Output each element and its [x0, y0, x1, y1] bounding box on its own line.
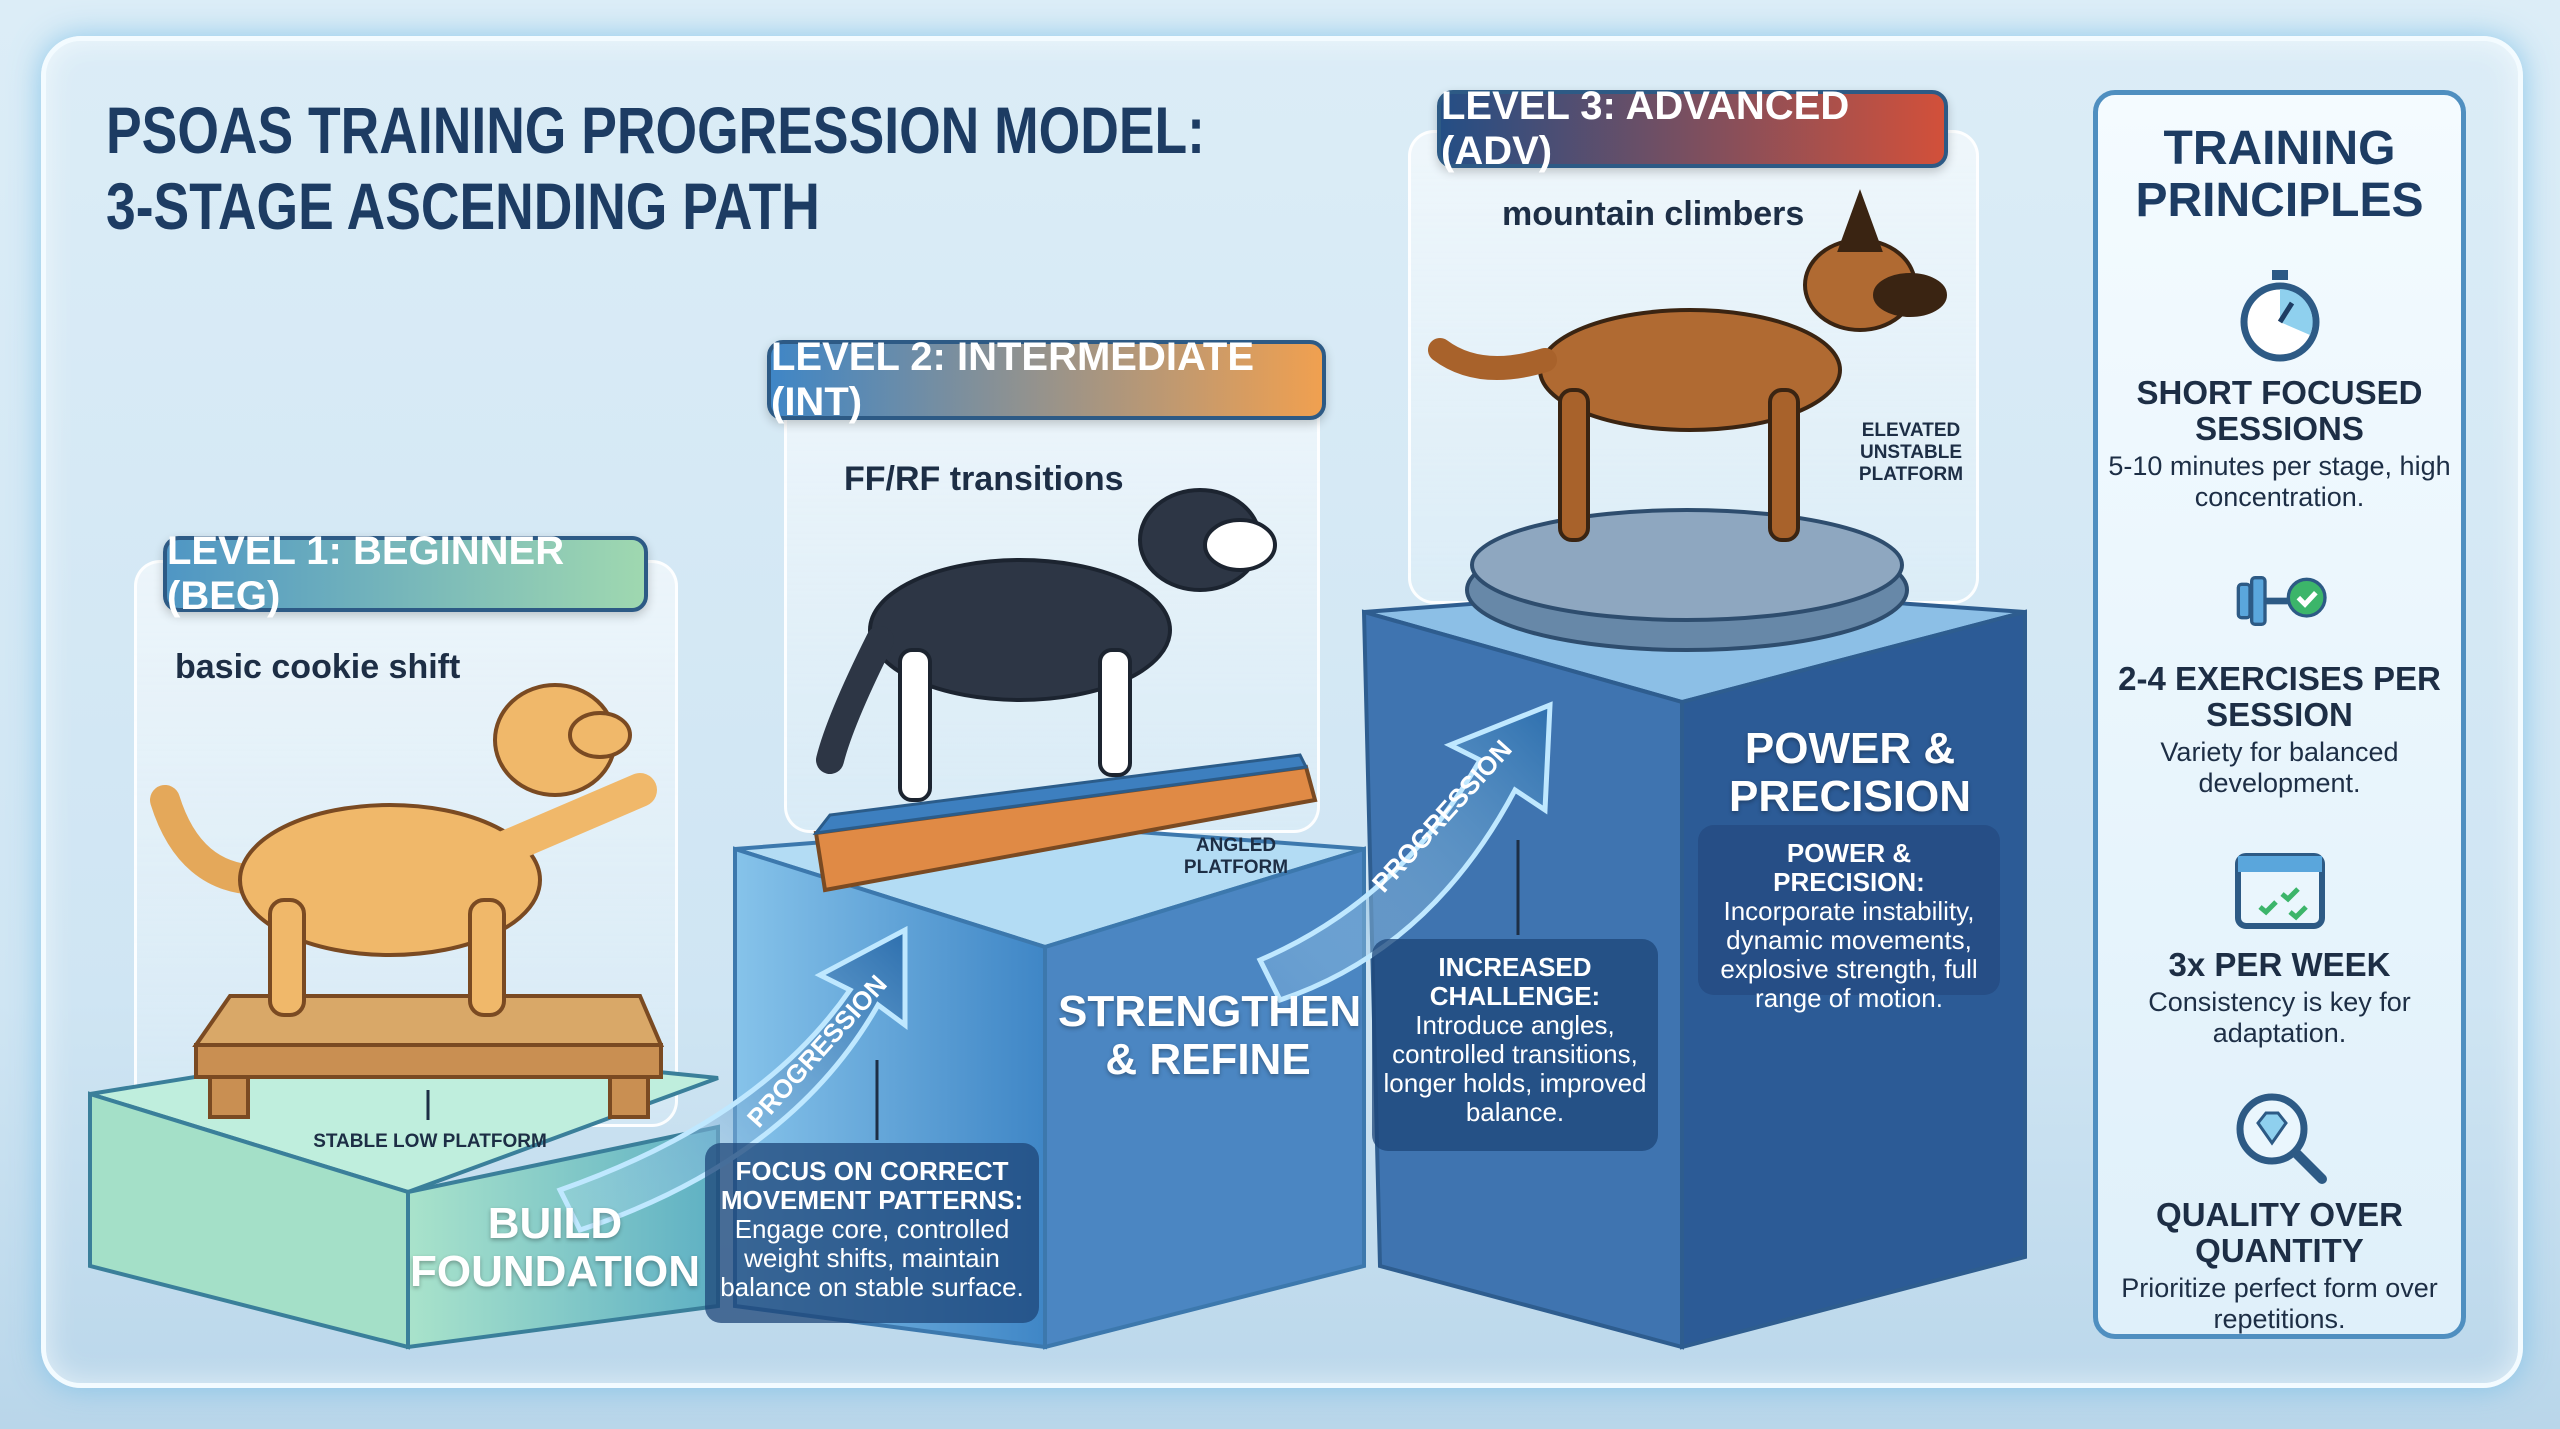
principle-text: Prioritize perfect form over repetitions…: [2121, 1273, 2438, 1334]
principle-item: SHORT FOCUSED SESSIONS 5-10 minutes per …: [2098, 265, 2461, 513]
level-3-stage-title: POWER & PRECISION: [1728, 724, 1972, 821]
principles-title: TRAINING PRINCIPLES: [2135, 122, 2424, 227]
principle-item: 2-4 EXERCISES PER SESSION Variety for ba…: [2098, 551, 2461, 799]
level-2-challenge-box: INCREASED CHALLENGE:Introduce angles, co…: [1372, 939, 1658, 1151]
stopwatch-icon: [2240, 270, 2319, 362]
training-principles-panel: TRAINING PRINCIPLES SHORT FOCUSED SESSIO…: [2093, 90, 2466, 1339]
principle-item: 3x PER WEEK Consistency is key for adapt…: [2098, 837, 2461, 1049]
level-3-label: LEVEL 3: ADVANCED (ADV): [1437, 84, 1948, 173]
principle-text: Variety for balanced development.: [2160, 737, 2399, 798]
level-1-exercise: basic cookie shift: [175, 648, 461, 686]
level-3-box-text: Incorporate instability, dynamic movemen…: [1720, 896, 1978, 1013]
principle-heading: 2-4 EXERCISES PER SESSION: [2118, 660, 2441, 733]
outer-frame: [41, 36, 2523, 1388]
level-1-box-title: FOCUS ON CORRECT MOVEMENT PATTERNS:: [720, 1156, 1024, 1215]
balance-disc: [1465, 508, 1909, 652]
wooden-low-platform: [192, 994, 665, 1119]
level-2-exercise: FF/RF transitions: [844, 460, 1124, 498]
principle-heading: QUALITY OVER QUANTITY: [2156, 1196, 2403, 1269]
level-2-platform-label: ANGLED PLATFORM: [1183, 835, 1289, 878]
belgian-malinois-illustration: [1428, 189, 1947, 542]
level-1-label: LEVEL 1: BEGINNER (BEG): [163, 529, 648, 618]
principle-heading: 3x PER WEEK: [2168, 946, 2391, 983]
level-1-box-text: Engage core, controlled weight shifts, m…: [720, 1214, 1024, 1302]
level-2-stage-title: STRENGTHEN & REFINE: [1058, 987, 1362, 1084]
diamond-magnifier-icon: [2236, 1093, 2327, 1184]
level-2-box-text: Introduce angles, controlled transitions…: [1383, 1010, 1647, 1127]
principle-text: Consistency is key for adaptation.: [2148, 987, 2411, 1048]
principle-item: QUALITY OVER QUANTITY Prioritize perfect…: [2098, 1087, 2461, 1335]
angled-platform: [812, 753, 1318, 893]
page-title: PSOAS TRAINING PROGRESSION MODEL:3-STAGE…: [106, 92, 1205, 244]
title-line-2: 3-STAGE ASCENDING PATH: [106, 169, 820, 243]
level-3-power-box: POWER & PRECISION:Incorporate instabilit…: [1698, 825, 2000, 1013]
principle-heading: SHORT FOCUSED SESSIONS: [2136, 374, 2423, 447]
level-3-box-title: POWER & PRECISION:: [1773, 838, 1925, 897]
calendar-icon: [2234, 853, 2325, 929]
dumbbell-check-icon: [2236, 576, 2327, 626]
level-1-stage-title: BUILD FOUNDATION: [410, 1199, 701, 1296]
level-2-label: LEVEL 2: INTERMEDIATE (INT): [767, 335, 1326, 424]
title-line-1: PSOAS TRAINING PROGRESSION MODEL:: [106, 93, 1205, 167]
level-1-platform-label: STABLE LOW PLATFORM: [313, 1131, 547, 1152]
progression-arrow-1[interactable]: [556, 925, 908, 1234]
level-1-focus-box: FOCUS ON CORRECT MOVEMENT PATTERNS:Engag…: [705, 1143, 1039, 1323]
level-3-block: [1361, 585, 2027, 1350]
principle-text: 5-10 minutes per stage, high concentrati…: [2108, 451, 2451, 512]
level-3-exercise: mountain climbers: [1502, 195, 1805, 233]
golden-retriever-illustration: [150, 683, 657, 1017]
progression-arrow-2[interactable]: [1256, 701, 1553, 1004]
border-collie-illustration: [816, 488, 1277, 802]
level-3-platform-label: ELEVATED UNSTABLE PLATFORM: [1858, 420, 1964, 485]
level-2-box-title: INCREASED CHALLENGE:: [1429, 952, 1601, 1011]
